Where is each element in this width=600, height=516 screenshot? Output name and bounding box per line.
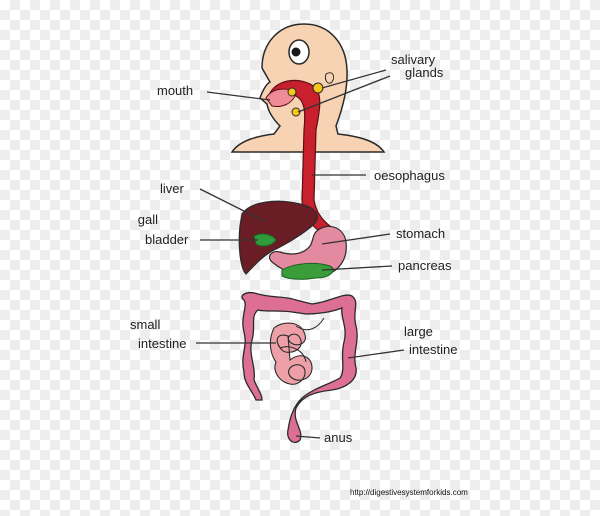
gall-bladder bbox=[253, 233, 277, 247]
salivary-gland-2 bbox=[287, 87, 297, 97]
small-intestine-fold bbox=[279, 346, 307, 363]
liver bbox=[238, 200, 318, 275]
leader-liver bbox=[199, 188, 267, 223]
label-anus: anus bbox=[324, 430, 353, 445]
salivary-gland-1 bbox=[312, 82, 324, 94]
leader-anus bbox=[295, 435, 321, 439]
leader-large-intestine bbox=[347, 349, 405, 359]
label-intestine-small: intestine bbox=[138, 336, 187, 351]
label-small: small bbox=[130, 317, 161, 332]
leader-lines bbox=[196, 69, 405, 439]
salivary-gland-3 bbox=[291, 107, 301, 117]
stomach bbox=[268, 225, 347, 278]
duodenum bbox=[295, 317, 325, 331]
label-salivary: salivary bbox=[391, 52, 436, 67]
label-mouth: mouth bbox=[157, 83, 194, 98]
label-gall: gall bbox=[137, 212, 158, 227]
leader-stomach bbox=[321, 233, 391, 245]
label-large: large bbox=[404, 324, 433, 339]
label-oesophagus: oesophagus bbox=[374, 168, 445, 183]
pupil bbox=[291, 47, 301, 57]
label-stomach: stomach bbox=[396, 226, 446, 241]
label-liver: liver bbox=[160, 181, 184, 196]
label-bladder: bladder bbox=[145, 232, 189, 247]
label-glands: glands bbox=[405, 65, 444, 80]
leader-salivary-1 bbox=[321, 69, 387, 89]
label-intestine-large: intestine bbox=[409, 342, 458, 357]
large-intestine bbox=[241, 292, 358, 444]
leader-pancreas bbox=[321, 265, 393, 271]
leader-salivary-2 bbox=[297, 75, 391, 113]
small-intestine bbox=[269, 322, 313, 385]
leader-mouth bbox=[206, 91, 271, 101]
source-url: http://digestivesystemforkids.com bbox=[350, 488, 468, 497]
ear bbox=[325, 72, 335, 84]
label-pancreas: pancreas bbox=[398, 258, 452, 273]
pancreas bbox=[281, 262, 334, 280]
